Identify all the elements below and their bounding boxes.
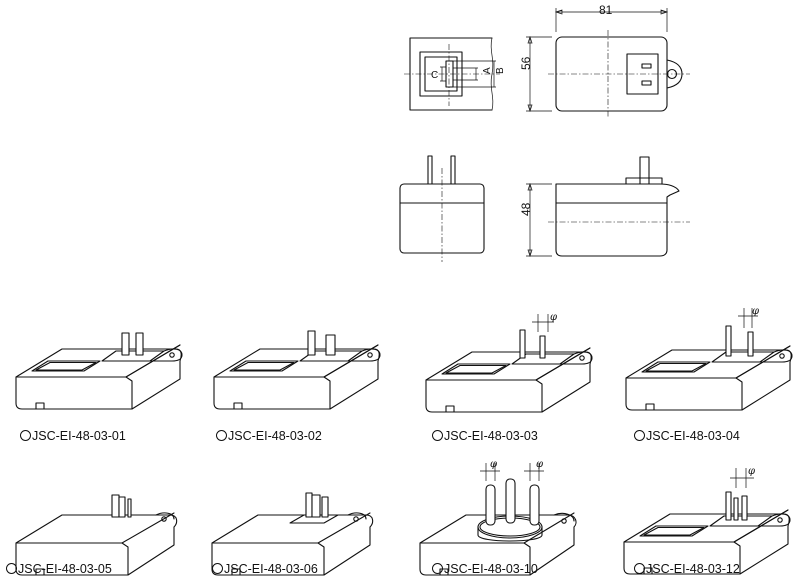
phi-label-03: φ	[550, 312, 557, 323]
phi-label-10b: φ	[536, 459, 543, 470]
circle-bullet-icon	[634, 430, 645, 441]
adapter-02-drawing	[213, 330, 381, 410]
model-label-01: JSC-EI-48-03-01	[32, 429, 126, 443]
model-caption-10: JSC-EI-48-03-10	[432, 562, 538, 576]
model-caption-05: JSC-EI-48-03-05	[6, 562, 112, 576]
circle-bullet-icon	[634, 563, 645, 574]
phi-label-04: φ	[752, 306, 759, 317]
model-caption-01: JSC-EI-48-03-01	[20, 429, 126, 443]
model-label-04: JSC-EI-48-03-04	[646, 429, 740, 443]
side-view-left	[399, 155, 485, 262]
side-view-right: 48	[519, 156, 690, 258]
dim-depth-48: 48	[519, 202, 533, 216]
model-caption-04: JSC-EI-48-03-04	[634, 429, 740, 443]
model-caption-02: JSC-EI-48-03-02	[216, 429, 322, 443]
model-label-02: JSC-EI-48-03-02	[228, 429, 322, 443]
circle-bullet-icon	[432, 430, 443, 441]
circle-bullet-icon	[212, 563, 223, 574]
adapter-01-drawing	[15, 332, 183, 410]
model-label-06: JSC-EI-48-03-06	[224, 562, 318, 576]
model-label-05: JSC-EI-48-03-05	[18, 562, 112, 576]
adapter-10-drawing: φ φ	[419, 459, 577, 576]
dim-label-a: A	[482, 67, 493, 74]
top-view: 81 56	[519, 3, 690, 118]
model-label-12: JSC-EI-48-03-12	[646, 562, 740, 576]
model-caption-12: JSC-EI-48-03-12	[634, 562, 740, 576]
model-label-10: JSC-EI-48-03-10	[444, 562, 538, 576]
circle-bullet-icon	[432, 563, 443, 574]
dim-width-81: 81	[599, 3, 613, 17]
front-socket-view: C A B	[404, 37, 506, 111]
dim-label-b: B	[495, 67, 506, 74]
adapter-03-drawing: φ	[425, 312, 593, 413]
phi-label-12: φ	[748, 466, 755, 477]
dim-height-56: 56	[519, 56, 533, 70]
phi-label-10a: φ	[490, 459, 497, 470]
model-label-03: JSC-EI-48-03-03	[444, 429, 538, 443]
adapter-12-drawing: φ	[623, 466, 791, 575]
circle-bullet-icon	[20, 430, 31, 441]
adapter-05-drawing	[15, 494, 178, 576]
model-caption-06: JSC-EI-48-03-06	[212, 562, 318, 576]
circle-bullet-icon	[216, 430, 227, 441]
dim-label-c: C	[431, 70, 438, 81]
model-caption-03: JSC-EI-48-03-03	[432, 429, 538, 443]
adapter-04-drawing: φ	[625, 306, 793, 411]
circle-bullet-icon	[6, 563, 17, 574]
